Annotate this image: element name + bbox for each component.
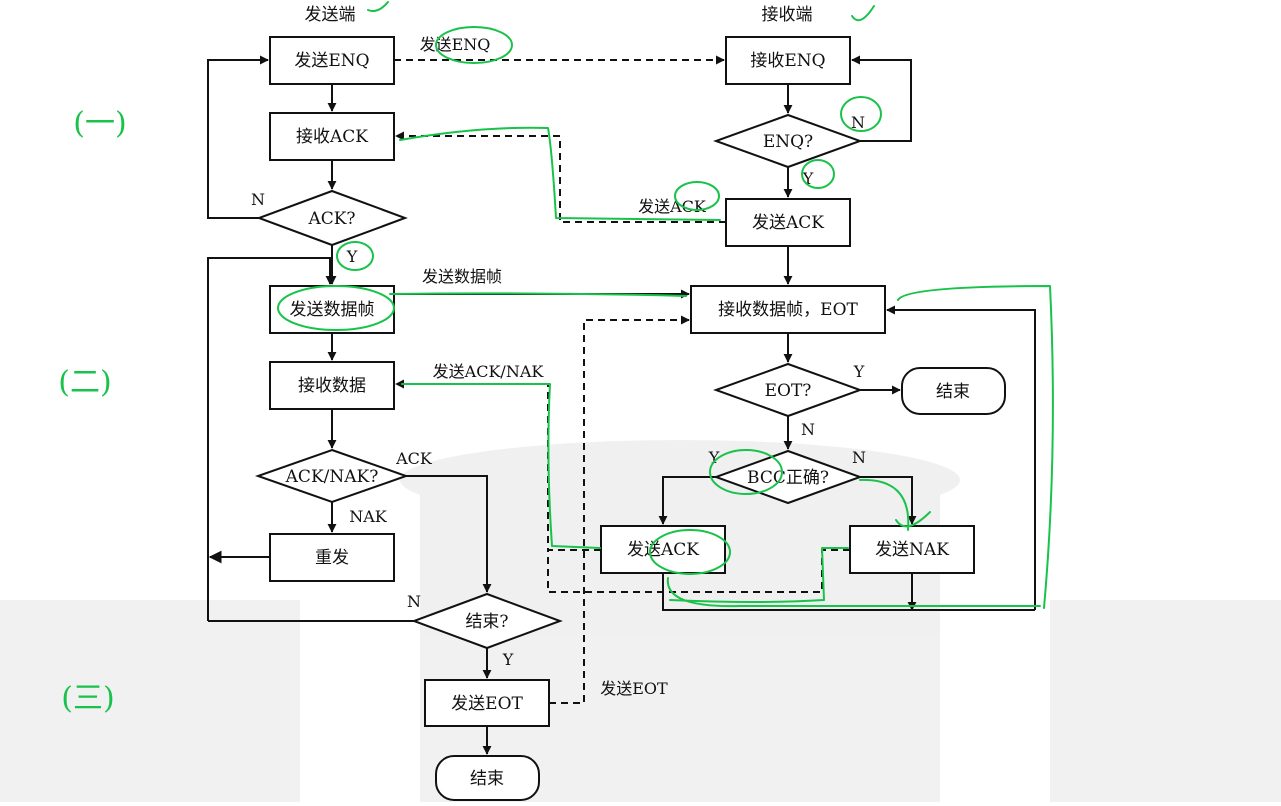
label-send-enq: 发送ENQ	[420, 35, 491, 54]
node-send-frame-label: 发送数据帧	[290, 300, 375, 320]
edge-enq-no-loop	[851, 55, 912, 142]
circle-enq-no	[840, 96, 882, 132]
node-recv-data-label: 接收数据	[298, 376, 366, 396]
node-bcc-decision: BCC正确?	[713, 449, 863, 505]
node-send-enq-label: 发送ENQ	[294, 51, 369, 71]
label-send-frame: 发送数据帧	[422, 267, 502, 286]
node-recv-enq-label: 接收ENQ	[750, 51, 825, 71]
node-bcc-decision-label: BCC正确?	[747, 468, 829, 488]
node-end-right-label: 结束	[936, 382, 970, 402]
circle-ack-yes	[336, 241, 374, 271]
mark-bcc-yes: Y	[708, 448, 720, 467]
edge-ack-no-loop	[207, 55, 269, 219]
background-building	[0, 440, 1281, 802]
label-ack-branch: ACK	[395, 449, 433, 468]
label-send-ack-nak: 发送ACK/NAK	[433, 362, 545, 381]
trace-send-ack-return	[399, 126, 721, 221]
sender-header: 发送端	[305, 5, 356, 25]
edge-bcc-yes	[658, 476, 716, 525]
mark-bcc-no: N	[852, 448, 866, 467]
node-send-ack-bottom: 发送ACK	[600, 525, 726, 574]
node-eot-decision-label: EOT?	[765, 381, 812, 401]
node-ack-decision-label: ACK?	[307, 209, 355, 229]
node-enq-decision: ENQ?	[713, 113, 863, 169]
msg-nak-join	[547, 549, 850, 593]
node-end-left-label: 结束	[470, 769, 504, 789]
mark-eot-no: N	[801, 420, 815, 439]
trace-ack-nak-reply	[401, 383, 601, 549]
node-send-enq: 发送ENQ	[269, 36, 395, 85]
solid-connectors	[207, 55, 1036, 755]
check-mark-sender	[367, 1, 389, 12]
section-label-1: (一)	[73, 106, 126, 141]
trace-send-frame	[389, 292, 687, 297]
node-resend: 重发	[269, 533, 395, 582]
node-recv-enq: 接收ENQ	[725, 36, 851, 85]
trace-nak-join	[669, 547, 849, 603]
trace-bcc-no	[859, 478, 910, 531]
msg-send-ack-top	[395, 131, 726, 223]
mark-eot-yes: Y	[853, 362, 865, 381]
check-mark-receiver	[851, 5, 875, 22]
edge-bcc-no	[860, 476, 917, 525]
circle-send-ack-label	[674, 181, 720, 211]
node-send-nak: 发送NAK	[849, 525, 975, 574]
node-send-ack-top: 发送ACK	[725, 198, 851, 247]
node-recv-frame-eot: 接收数据帧，EOT	[690, 285, 886, 334]
node-end-left: 结束	[435, 755, 540, 801]
node-resend-label: 重发	[315, 548, 349, 568]
circle-send-ack-bottom	[649, 529, 731, 575]
node-send-ack-top-label: 发送ACK	[752, 213, 824, 233]
trace-right-loop	[897, 285, 1054, 609]
mark-enq-no: N	[851, 113, 865, 132]
node-ack-nak-decision-label: ACK/NAK?	[285, 467, 379, 487]
edge-ack-branch	[406, 475, 492, 593]
mark-ack-yes: Y	[346, 247, 358, 266]
node-recv-ack-label: 接收ACK	[296, 127, 368, 147]
node-recv-ack: 接收ACK	[269, 112, 395, 161]
node-send-nak-label: 发送NAK	[875, 540, 949, 560]
node-send-frame: 发送数据帧	[269, 285, 395, 334]
msg-send-eot	[549, 315, 690, 704]
section-label-2: (二)	[58, 365, 111, 400]
label-nak-branch: NAK	[349, 507, 388, 526]
green-annotations	[277, 1, 1054, 609]
label-send-eot: 发送EOT	[600, 679, 668, 698]
section-label-3: (三)	[61, 681, 114, 716]
circle-bcc	[709, 449, 783, 495]
edge-left-loop-spine	[207, 257, 335, 621]
node-send-eot: 发送EOT	[424, 679, 550, 727]
node-end-right: 结束	[901, 367, 1006, 415]
mark-ack-no: N	[251, 190, 265, 209]
edge-ack-down-merge	[662, 573, 1035, 611]
label-send-ack: 发送ACK	[638, 197, 707, 216]
node-ack-decision: ACK?	[256, 189, 408, 247]
mark-end-yes: Y	[502, 650, 514, 669]
node-end-decision-label: 结束?	[465, 612, 508, 632]
node-send-ack-bottom-label: 发送ACK	[627, 540, 699, 560]
node-send-eot-label: 发送EOT	[451, 694, 523, 714]
node-recv-frame-eot-label: 接收数据帧，EOT	[718, 300, 858, 320]
receiver-header: 接收端	[762, 5, 813, 25]
node-eot-decision: EOT?	[713, 362, 863, 418]
edge-receiver-right-loop	[886, 305, 1036, 610]
circle-enq-yes	[801, 159, 835, 189]
circle-send-enq-label	[435, 26, 513, 64]
mark-end-no: N	[407, 592, 421, 611]
node-enq-decision-label: ENQ?	[763, 132, 813, 152]
node-ack-nak-decision: ACK/NAK?	[254, 448, 410, 504]
node-recv-data: 接收数据	[269, 361, 395, 410]
node-end-decision: 结束?	[411, 592, 563, 650]
circle-send-frame	[277, 285, 395, 331]
check-mark-nak	[895, 511, 931, 528]
